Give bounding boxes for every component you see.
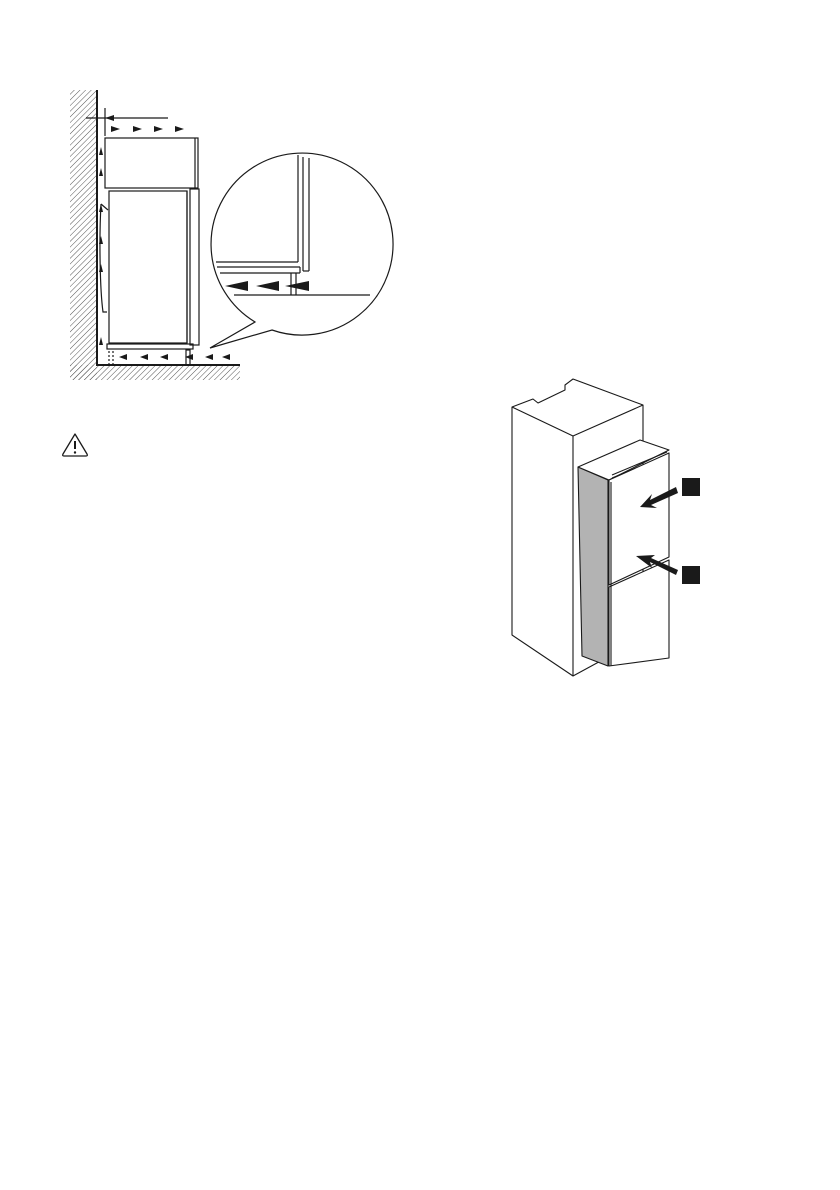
ventilation-diagram (70, 90, 393, 380)
marker-square-2 (682, 566, 700, 584)
side-panel (578, 467, 608, 666)
warning-triangle-icon (63, 434, 88, 456)
top-cabinet (105, 138, 198, 188)
base-plate (107, 344, 193, 349)
airflow-arrows-top (111, 126, 184, 132)
detail-callout (210, 153, 393, 348)
fridge-door (190, 189, 199, 345)
floor-hatch (70, 365, 240, 380)
airflow-arrows-bottom (119, 354, 230, 360)
door-fitting-diagram (512, 379, 700, 676)
marker-square-1 (682, 478, 700, 496)
wall-hatch (70, 90, 97, 380)
fridge-body (109, 191, 187, 343)
